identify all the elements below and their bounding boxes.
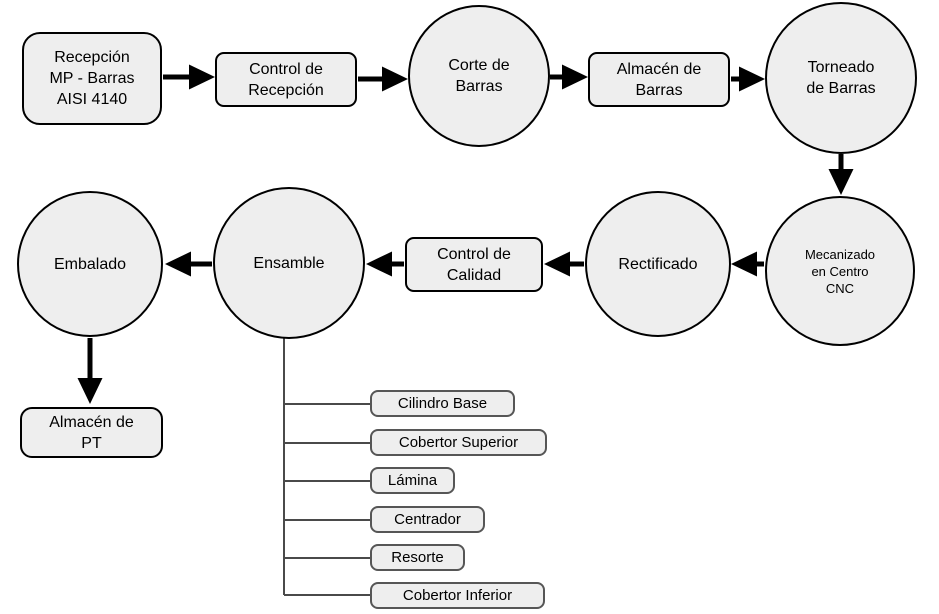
component-cilindro-base: Cilindro Base	[370, 390, 515, 417]
node-almacen-de-barras: Almacén de Barras	[588, 52, 730, 107]
node-corte-de-barras: Corte de Barras	[408, 5, 550, 147]
component-cobertor-inferior: Cobertor Inferior	[370, 582, 545, 609]
node-almacen-de-pt: Almacén de PT	[20, 407, 163, 458]
node-ensamble: Ensamble	[213, 187, 365, 339]
node-torneado-de-barras: Torneado de Barras	[765, 2, 917, 154]
node-rectificado: Rectificado	[585, 191, 731, 337]
component-centrador: Centrador	[370, 506, 485, 533]
component-cobertor-superior: Cobertor Superior	[370, 429, 547, 456]
node-embalado: Embalado	[17, 191, 163, 337]
node-mecanizado-en-centro-cnc: Mecanizado en Centro CNC	[765, 196, 915, 346]
node-recepcion-mp-barras: Recepción MP - Barras AISI 4140	[22, 32, 162, 125]
node-control-de-recepcion: Control de Recepción	[215, 52, 357, 107]
node-control-de-calidad: Control de Calidad	[405, 237, 543, 292]
component-lamina: Lámina	[370, 467, 455, 494]
component-resorte: Resorte	[370, 544, 465, 571]
